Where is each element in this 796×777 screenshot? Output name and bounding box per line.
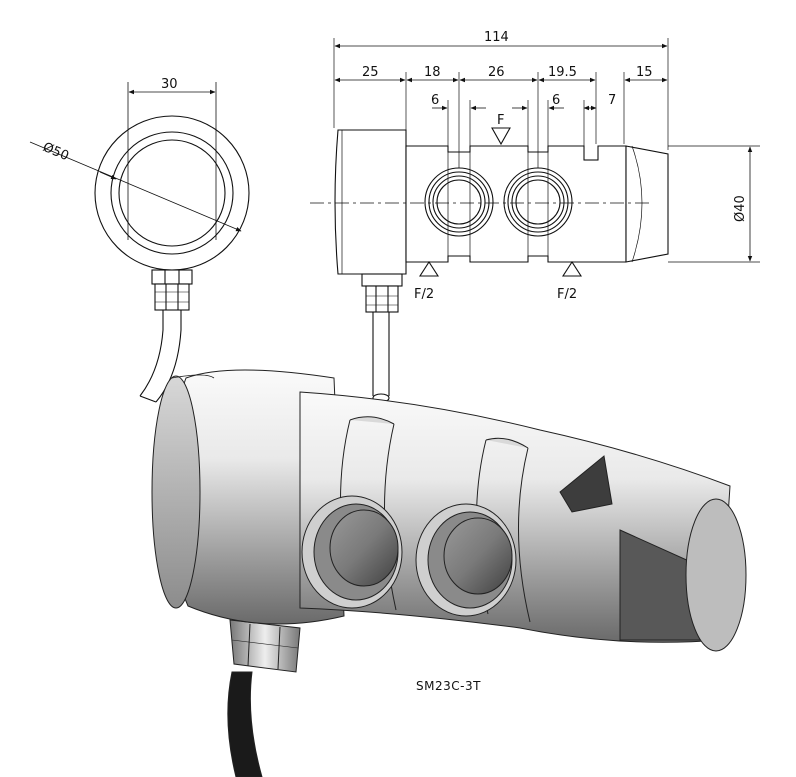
label-26: 26 <box>488 65 505 80</box>
render-nut <box>229 619 301 673</box>
label-d50: Ø50 <box>40 140 71 164</box>
label-7: 7 <box>608 93 616 108</box>
label-6a: 6 <box>431 93 439 108</box>
side-view-nose <box>625 145 669 263</box>
label-30: 30 <box>161 77 178 92</box>
end-view <box>29 82 250 403</box>
side-view-labels: 114 25 18 26 19.5 15 6 6 7 Ø40 F F/2 F/2 <box>362 30 748 302</box>
end-view-inner-circle <box>118 139 226 247</box>
support-triangle-right <box>561 260 583 277</box>
render-cap-face <box>151 375 201 609</box>
render-nose-face <box>685 498 747 652</box>
label-114: 114 <box>484 30 509 45</box>
render-pin-left <box>301 495 403 609</box>
label-support-right: F/2 <box>557 287 577 302</box>
render-slot <box>559 455 613 513</box>
dim-line-d50 <box>29 141 242 232</box>
support-triangle-left <box>418 260 440 277</box>
end-view-cable <box>139 310 182 403</box>
model-label: SM23C-3T <box>416 679 481 693</box>
end-view-outer-circle <box>94 115 250 271</box>
label-6b: 6 <box>552 93 560 108</box>
label-25: 25 <box>362 65 379 80</box>
render-pin-right <box>415 503 517 617</box>
side-view <box>310 38 760 403</box>
side-view-cap <box>334 129 407 275</box>
side-view-cable <box>372 312 390 396</box>
load-triangle <box>491 127 511 146</box>
label-19-5: 19.5 <box>548 65 577 80</box>
label-load-f: F <box>497 113 504 128</box>
render-cable <box>227 671 263 777</box>
end-view-ring-circle <box>110 131 234 255</box>
label-18: 18 <box>424 65 441 80</box>
end-view-labels: 30 Ø50 <box>40 77 177 164</box>
label-support-left: F/2 <box>414 287 434 302</box>
label-15: 15 <box>636 65 653 80</box>
label-d40: Ø40 <box>733 195 748 222</box>
render-view <box>151 369 747 777</box>
